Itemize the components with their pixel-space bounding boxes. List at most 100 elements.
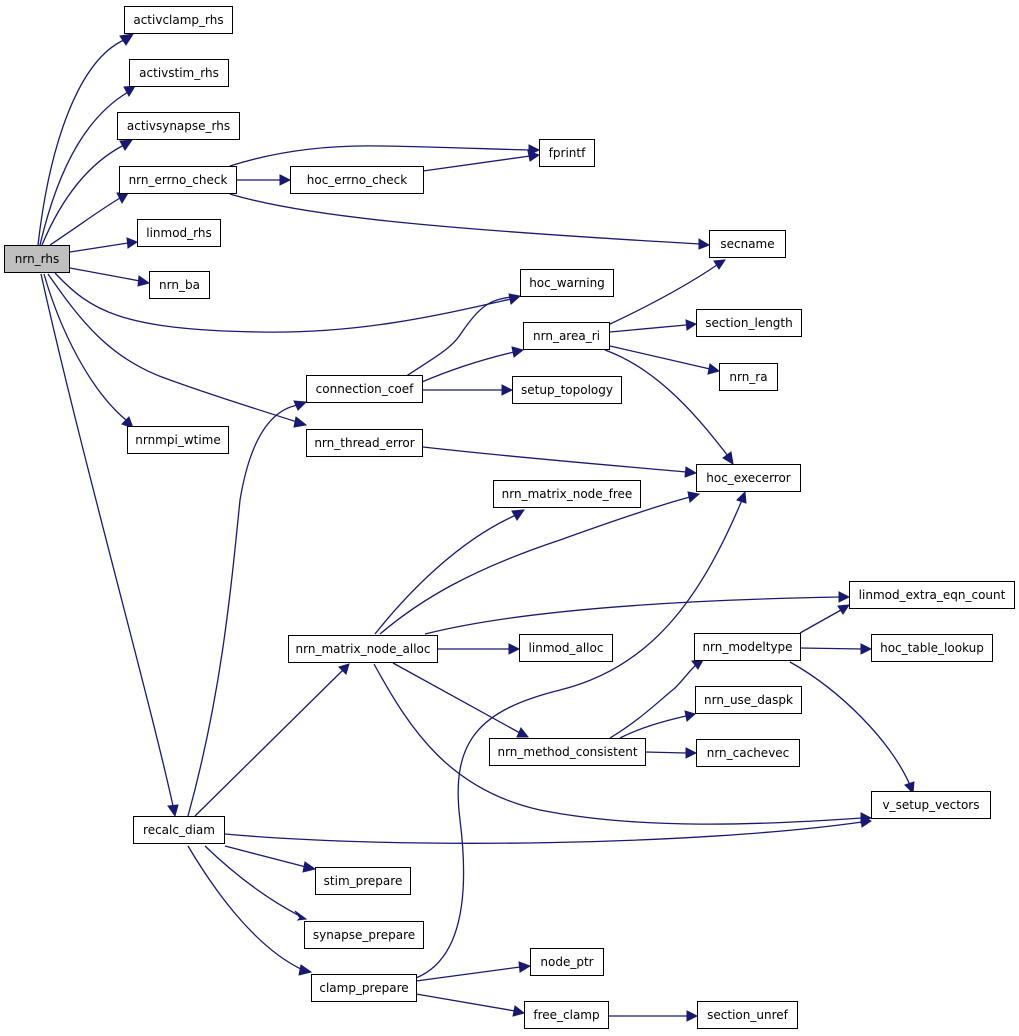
node-nrn_cachevec[interactable]: nrn_cachevec [696, 739, 800, 767]
arrowhead [837, 604, 850, 615]
edge-nrn_rhs-activstim_rhs [39, 91, 129, 246]
edge-nrn_rhs-nrnmpi_wtime [43, 273, 127, 421]
node-nrn_method_consistent[interactable]: nrn_method_consistent [489, 738, 646, 766]
node-section_length[interactable]: section_length [696, 309, 802, 337]
edge-clamp_prepare-hoc_execerror [415, 499, 743, 979]
arrowhead [685, 319, 698, 331]
edge-recalc_diam-stim_prepare [224, 845, 307, 868]
arrowhead [685, 747, 698, 759]
node-nrn_ra[interactable]: nrn_ra [719, 363, 778, 391]
node-clamp_prepare[interactable]: clamp_prepare [311, 974, 417, 1002]
edge-nrn_modeltype-hoc_table_lookup [799, 647, 863, 650]
arrowhead [736, 490, 747, 504]
edge-nrn_method_consistent-nrn_modeltype [609, 664, 697, 739]
edge-recalc_diam-clamp_prepare [187, 845, 304, 971]
edge-connection_coef-nrn_area_ri [421, 351, 515, 383]
arrowhead [722, 451, 734, 465]
edge-nrn_rhs-nrn_thread_error [47, 273, 298, 423]
arrowhead [904, 781, 915, 795]
arrowhead [508, 293, 522, 305]
edge-nrn_errno_check-fprintf [229, 145, 531, 167]
arrowhead [511, 346, 525, 358]
arrowhead [860, 816, 873, 828]
arrowhead [684, 710, 697, 722]
node-linmod_rhs[interactable]: linmod_rhs [137, 219, 221, 247]
arrowhead [860, 643, 873, 655]
node-secname[interactable]: secname [709, 230, 786, 258]
arrowhead [501, 384, 514, 396]
node-hoc_table_lookup[interactable]: hoc_table_lookup [871, 634, 993, 662]
edge-clamp_prepare-node_ptr [415, 966, 521, 982]
edge-clamp_prepare-free_clamp [415, 993, 516, 1012]
edge-nrn_method_consistent-nrn_cachevec [644, 751, 687, 754]
edge-hoc_errno_check-fprintf [422, 155, 531, 172]
arrowhead [116, 192, 129, 205]
node-v_setup_vectors[interactable]: v_setup_vectors [871, 791, 991, 819]
edge-nrn_rhs-nrn_ba [69, 267, 141, 282]
node-nrn_thread_error[interactable]: nrn_thread_error [306, 429, 423, 457]
arrowhead [698, 238, 711, 250]
arrowhead [518, 961, 532, 973]
node-setup_topology[interactable]: setup_topology [512, 376, 622, 404]
arrowhead [119, 33, 135, 46]
node-hoc_errno_check[interactable]: hoc_errno_check [290, 166, 424, 194]
node-recalc_diam[interactable]: recalc_diam [133, 816, 225, 844]
node-node_ptr[interactable]: node_ptr [530, 948, 604, 976]
arrowhead [294, 910, 308, 921]
arrowhead [302, 861, 317, 873]
node-hoc_execerror[interactable]: hoc_execerror [696, 464, 801, 492]
arrowhead [167, 804, 179, 818]
node-nrn_modeltype[interactable]: nrn_modeltype [694, 633, 801, 661]
arrowhead [119, 139, 134, 151]
arrowhead [293, 400, 308, 411]
edge-nrn_matrix_node_alloc-hoc_execerror [379, 496, 691, 635]
edge-nrn_matrix_node_alloc-nrn_matrix_node_free [374, 514, 517, 635]
edge-nrn_matrix_node_alloc-nrn_method_consistent [392, 662, 521, 734]
arrowhead [527, 150, 541, 162]
arrowhead [511, 509, 526, 521]
arrowhead [707, 363, 721, 375]
node-nrn_matrix_node_alloc[interactable]: nrn_matrix_node_alloc [288, 635, 438, 663]
edge-nrn_rhs-activsynapse_rhs [41, 144, 125, 246]
node-nrn_area_ri[interactable]: nrn_area_ri [523, 322, 610, 350]
node-activstim_rhs[interactable]: activstim_rhs [129, 59, 229, 87]
node-activsynapse_rhs[interactable]: activsynapse_rhs [117, 112, 240, 140]
edge-nrn_rhs-recalc_diam [40, 273, 174, 807]
node-nrn_errno_check[interactable]: nrn_errno_check [119, 166, 237, 194]
node-hoc_warning[interactable]: hoc_warning [520, 269, 614, 297]
edge-nrn_rhs-activclamp_rhs [37, 39, 125, 246]
node-section_unref[interactable]: section_unref [697, 1001, 798, 1029]
arrowhead [686, 1010, 699, 1022]
node-connection_coef[interactable]: connection_coef [306, 375, 423, 403]
edge-nrn_modeltype-linmod_extra_eqn_count [799, 609, 842, 634]
edge-nrn_area_ri-secname [607, 264, 718, 326]
edge-nrn_method_consistent-nrn_use_daspk [619, 715, 687, 739]
edge-nrn_area_ri-nrn_ra [609, 345, 711, 370]
edge-nrn_modeltype-v_setup_vectors [789, 661, 911, 786]
arrowhead [293, 416, 308, 428]
node-nrn_rhs: nrn_rhs [4, 245, 70, 273]
node-fprintf[interactable]: fprintf [539, 139, 595, 167]
node-nrn_matrix_node_free[interactable]: nrn_matrix_node_free [493, 480, 641, 508]
node-stim_prepare[interactable]: stim_prepare [315, 867, 411, 895]
edge-recalc_diam-connection_coef [187, 404, 299, 817]
node-nrn_ba[interactable]: nrn_ba [149, 271, 210, 299]
node-activclamp_rhs[interactable]: activclamp_rhs [124, 6, 233, 34]
arrowhead [838, 591, 851, 603]
arrowhead [137, 275, 151, 287]
arrowhead [508, 643, 521, 655]
node-nrnmpi_wtime[interactable]: nrnmpi_wtime [127, 426, 229, 454]
node-linmod_alloc[interactable]: linmod_alloc [519, 634, 613, 662]
edge-nrn_thread_error-hoc_execerror [422, 446, 687, 473]
arrowhead [126, 237, 139, 249]
edge-nrn_rhs-linmod_rhs [69, 242, 129, 253]
node-nrn_use_daspk[interactable]: nrn_use_daspk [695, 686, 802, 714]
node-free_clamp[interactable]: free_clamp [524, 1001, 609, 1029]
node-synapse_prepare[interactable]: synapse_prepare [304, 921, 424, 949]
edge-nrn_matrix_node_alloc-linmod_extra_eqn_count [424, 596, 841, 635]
node-linmod_extra_eqn_count[interactable]: linmod_extra_eqn_count [849, 581, 1015, 609]
arrowhead [713, 259, 726, 270]
arrowhead [123, 85, 136, 97]
edge-recalc_diam-synapse_prepare [204, 845, 299, 916]
arrowhead [516, 727, 530, 738]
